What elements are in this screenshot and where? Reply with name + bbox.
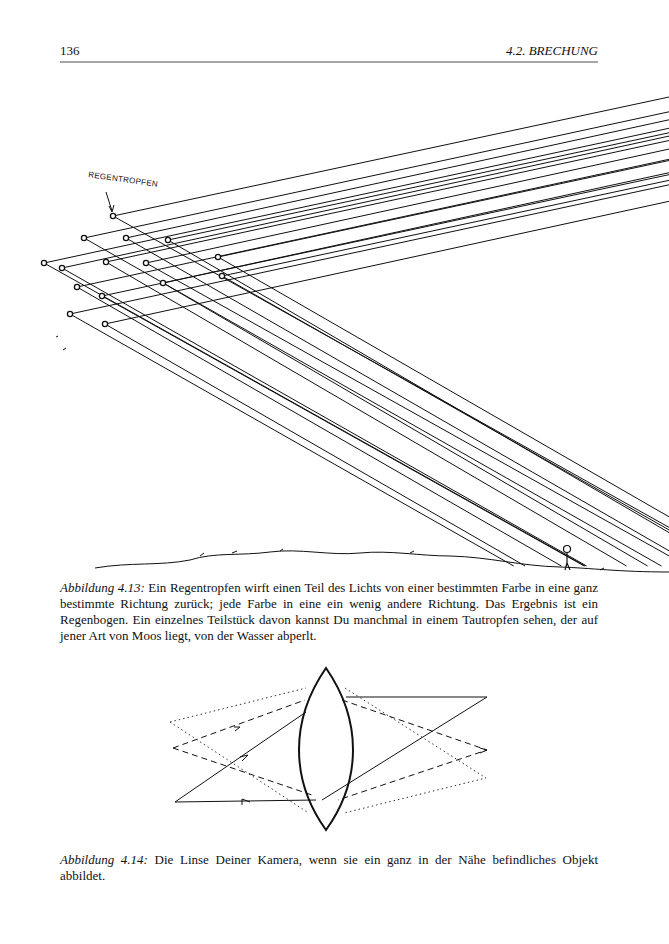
figure-caption: Abbildung 4.13: Ein Regentropfen wirft e… <box>60 580 598 644</box>
callout-label: REGENTROPFEN <box>87 170 160 189</box>
running-head: 4.2. BRECHUNG <box>506 43 598 59</box>
stray-mark <box>56 336 58 337</box>
raindrop <box>74 284 79 289</box>
leader-arrow <box>106 192 112 211</box>
reflected-ray <box>70 314 514 566</box>
raindrop <box>123 235 128 240</box>
light-rays <box>44 97 669 566</box>
raindrop <box>103 259 108 264</box>
reflected-ray <box>168 240 669 533</box>
figure-caption: Abbildung 4.14: Die Linse Deiner Kamera,… <box>60 852 598 884</box>
raindrop <box>59 265 64 270</box>
incoming-ray <box>218 160 669 257</box>
page-number: 136 <box>60 43 80 59</box>
raindrop <box>41 260 46 265</box>
raindrop <box>67 311 72 316</box>
incoming-ray <box>102 175 669 296</box>
ground-line <box>95 551 669 572</box>
raindrop <box>143 260 148 265</box>
incoming-ray <box>222 180 669 276</box>
incoming-ray <box>70 185 669 314</box>
reflected-ray <box>102 296 584 566</box>
incoming-ray <box>105 201 669 324</box>
lens <box>299 668 353 830</box>
raindrop <box>215 254 220 259</box>
reflected-ray <box>106 262 627 566</box>
caption-label: Abbildung 4.14: <box>60 852 148 867</box>
caption-label: Abbildung 4.13: <box>60 580 145 595</box>
raindrops <box>41 213 224 326</box>
incoming-ray <box>106 141 669 262</box>
incoming-ray <box>126 120 669 238</box>
reflected-ray <box>84 238 661 566</box>
raindrop <box>160 280 165 285</box>
raindrop <box>81 235 86 240</box>
reflected-ray <box>218 257 669 517</box>
incoming-ray <box>84 112 669 238</box>
reflected-ray <box>163 283 648 566</box>
observer-figure <box>564 546 571 571</box>
reflected-ray <box>222 276 669 530</box>
ground-texture <box>200 549 604 570</box>
reflected-ray <box>146 263 669 556</box>
incoming-ray <box>62 136 669 268</box>
incoming-ray <box>77 159 669 287</box>
arrowhead <box>109 205 114 212</box>
stray-mark <box>63 348 66 350</box>
lens-figure <box>170 668 487 830</box>
reflected-ray <box>105 324 525 566</box>
header-rule <box>60 62 598 63</box>
reflected-ray <box>44 263 585 566</box>
raindrop <box>102 321 107 326</box>
raindrop <box>99 293 104 298</box>
incoming-ray <box>146 149 669 263</box>
incoming-ray <box>44 128 669 263</box>
raindrop <box>110 213 115 218</box>
raindrop <box>165 237 170 242</box>
reflected-ray <box>126 238 669 551</box>
raindrop <box>219 273 224 278</box>
reflected-ray <box>77 287 561 566</box>
incoming-ray <box>168 133 669 240</box>
reflected-ray <box>62 268 587 566</box>
